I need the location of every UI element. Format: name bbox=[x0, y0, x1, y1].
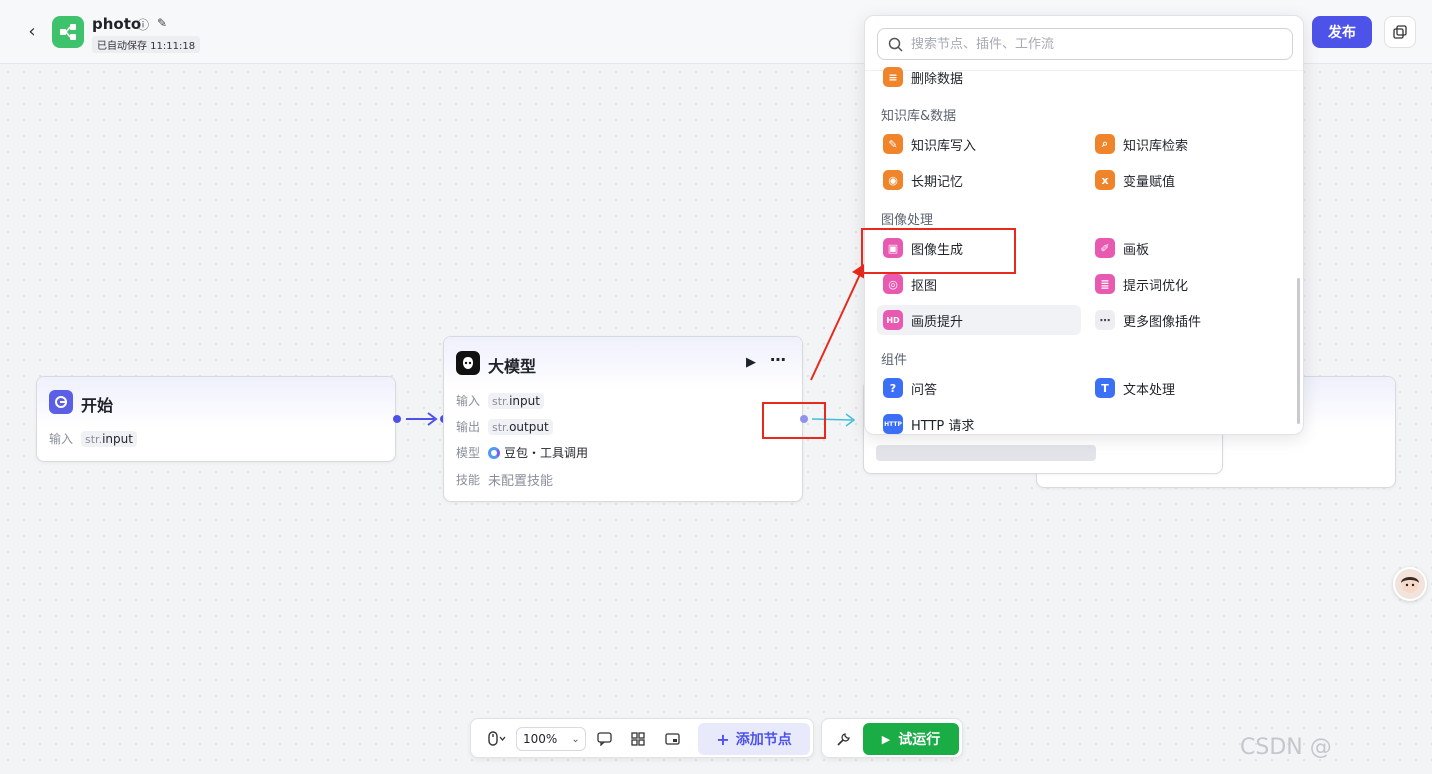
canvas-toolbar: 100% ⌄ + 添加节点 bbox=[470, 718, 814, 758]
llm-node[interactable]: 大模型 ▶ ⋯ 输入 str.input 输出 str.output 模型 豆包… bbox=[443, 336, 803, 502]
text-process-icon: T bbox=[1095, 378, 1115, 398]
input-variable-tag: str.input bbox=[488, 392, 544, 409]
menu-item-knowledge-search[interactable]: ⌕ 知识库检索 bbox=[1089, 129, 1188, 159]
variable-icon: x bbox=[1095, 170, 1115, 190]
llm-node-title: 大模型 bbox=[488, 357, 537, 376]
minimap-icon[interactable] bbox=[661, 729, 683, 749]
edge-llm-to-new bbox=[811, 413, 856, 427]
layout-grid-icon[interactable] bbox=[627, 729, 649, 749]
menu-item-long-term-memory[interactable]: ◉ 长期记忆 bbox=[877, 165, 963, 195]
edge-start-to-llm bbox=[406, 412, 438, 426]
skill-value: 未配置技能 bbox=[488, 474, 554, 489]
memory-icon: ◉ bbox=[883, 170, 903, 190]
cutout-icon: ◎ bbox=[883, 274, 903, 294]
add-node-menu: ≡ 删除数据 知识库&数据 ✎ 知识库写入 ⌕ 知识库检索 ◉ 长期记忆 x 变… bbox=[864, 15, 1304, 435]
add-node-button[interactable]: + 添加节点 bbox=[698, 723, 810, 755]
copy-icon[interactable] bbox=[1384, 16, 1416, 48]
menu-item-http-request[interactable]: HTTP HTTP 请求 bbox=[877, 409, 974, 434]
menu-item-cutout[interactable]: ◎ 抠图 bbox=[877, 269, 937, 299]
input-label: 输入 bbox=[456, 394, 481, 408]
plus-icon: + bbox=[716, 729, 730, 749]
skill-label: 技能 bbox=[456, 473, 481, 487]
delete-data-icon: ≡ bbox=[883, 67, 903, 87]
info-icon[interactable]: ⓘ bbox=[137, 18, 150, 32]
node-search-input[interactable] bbox=[911, 36, 1271, 52]
menu-scrollbar[interactable] bbox=[1297, 278, 1300, 424]
autosave-status: 已自动保存 11:11:18 bbox=[92, 36, 201, 53]
test-run-button[interactable]: ▶ 试运行 bbox=[863, 723, 959, 755]
menu-item-prompt-optimize[interactable]: ≣ 提示词优化 bbox=[1089, 269, 1188, 299]
image-generate-icon: ▣ bbox=[883, 238, 903, 258]
knowledge-write-icon: ✎ bbox=[883, 134, 903, 154]
input-variable-tag: str.input bbox=[81, 430, 137, 447]
input-label: 输入 bbox=[49, 432, 74, 446]
watermark: CSDN @ bbox=[1240, 735, 1332, 760]
section-title-image: 图像处理 bbox=[881, 213, 934, 228]
doubao-icon bbox=[488, 446, 501, 459]
mouse-mode-icon[interactable] bbox=[479, 729, 513, 749]
http-icon: HTTP bbox=[883, 414, 903, 434]
app-title: photo bbox=[92, 15, 142, 33]
zoom-select[interactable]: 100% ⌄ bbox=[516, 727, 586, 751]
menu-item-variable-assign[interactable]: x 变量赋值 bbox=[1089, 165, 1175, 195]
start-node[interactable]: 开始 输入 str.input bbox=[36, 376, 396, 462]
prompt-optimize-icon: ≣ bbox=[1095, 274, 1115, 294]
highlight-box-output-port bbox=[762, 402, 826, 439]
llm-output-port[interactable] bbox=[800, 415, 808, 423]
menu-item-delete-data[interactable]: ≡ 删除数据 bbox=[877, 62, 963, 92]
wrench-icon[interactable] bbox=[832, 729, 854, 749]
more-options-icon[interactable]: ⋯ bbox=[770, 350, 786, 369]
start-output-port[interactable] bbox=[393, 415, 401, 423]
run-toolbar: ▶ 试运行 bbox=[821, 718, 963, 758]
menu-item-more-image-plugins[interactable]: ⋯ 更多图像插件 bbox=[1089, 305, 1201, 335]
start-node-title: 开始 bbox=[81, 396, 114, 415]
output-label: 输出 bbox=[456, 420, 481, 434]
play-icon: ▶ bbox=[881, 732, 891, 746]
search-icon bbox=[888, 37, 903, 52]
knowledge-search-icon: ⌕ bbox=[1095, 134, 1115, 154]
model-value: 豆包・工具调用 bbox=[504, 446, 589, 460]
workflow-app-icon bbox=[52, 16, 84, 48]
assistant-avatar[interactable] bbox=[1393, 567, 1427, 601]
menu-item-question[interactable]: ? 问答 bbox=[877, 373, 937, 403]
chevron-down-icon: ⌄ bbox=[571, 733, 580, 745]
section-title-knowledge: 知识库&数据 bbox=[881, 109, 957, 124]
node-search-box[interactable] bbox=[877, 28, 1293, 60]
canvas-board-icon: ✐ bbox=[1095, 238, 1115, 258]
menu-item-image-generate[interactable]: ▣ 图像生成 bbox=[877, 233, 963, 263]
loading-bar bbox=[876, 445, 1096, 461]
menu-item-canvas-board[interactable]: ✐ 画板 bbox=[1089, 233, 1149, 263]
menu-item-quality-enhance[interactable]: HD 画质提升 bbox=[877, 305, 1081, 335]
edit-icon[interactable]: ✎ bbox=[157, 16, 168, 30]
back-arrow-icon[interactable]: ‹ bbox=[28, 21, 36, 42]
llm-icon bbox=[456, 351, 480, 375]
highlight-box-image-generate bbox=[861, 228, 1016, 274]
model-label: 模型 bbox=[456, 446, 481, 460]
comment-icon[interactable] bbox=[593, 729, 615, 749]
play-icon[interactable]: ▶ bbox=[746, 355, 756, 370]
section-title-components: 组件 bbox=[881, 353, 908, 368]
publish-button[interactable]: 发布 bbox=[1312, 16, 1372, 48]
hd-icon: HD bbox=[883, 310, 903, 330]
menu-item-knowledge-write[interactable]: ✎ 知识库写入 bbox=[877, 129, 976, 159]
more-icon: ⋯ bbox=[1095, 310, 1115, 330]
start-icon bbox=[49, 390, 73, 414]
output-variable-tag: str.output bbox=[488, 418, 553, 435]
menu-item-text-process[interactable]: T 文本处理 bbox=[1089, 373, 1175, 403]
question-icon: ? bbox=[883, 378, 903, 398]
